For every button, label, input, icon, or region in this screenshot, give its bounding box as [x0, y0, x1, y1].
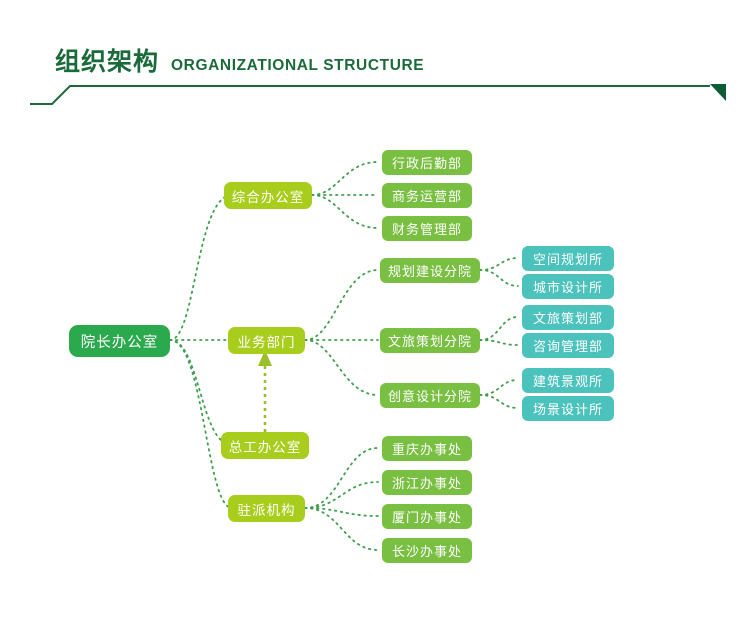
node-admin-logistics-dept[interactable]: 行政后勤部	[382, 150, 472, 175]
link-n2b-to-n2b2	[479, 339, 519, 346]
link-n2-to-n2c	[304, 339, 379, 396]
link-root-to-n4	[169, 339, 233, 509]
node-zhejiang-office[interactable]: 浙江办事处	[382, 470, 472, 495]
node-scene-design-institute[interactable]: 场景设计所	[522, 396, 614, 421]
link-n2a-to-n2a2	[479, 269, 519, 287]
link-n2c-to-n2c1	[479, 379, 519, 396]
link-n4-to-n4b	[304, 481, 379, 509]
node-business-operations-dept[interactable]: 商务运营部	[382, 183, 472, 208]
node-chief-engineer-office[interactable]: 总工办公室	[221, 432, 309, 459]
page-header: 组织架构 ORGANIZATIONAL STRUCTURE	[0, 0, 743, 110]
node-finance-management-dept[interactable]: 财务管理部	[382, 216, 472, 241]
page-title: 组织架构 ORGANIZATIONAL STRUCTURE	[55, 42, 424, 78]
link-n4-to-n4c	[304, 507, 379, 517]
node-culture-tourism-branch[interactable]: 文旅策划分院	[380, 328, 480, 353]
node-consulting-management-dept[interactable]: 咨询管理部	[522, 333, 614, 358]
node-planning-construction-branch[interactable]: 规划建设分院	[380, 258, 480, 283]
link-n2-to-n2a	[304, 269, 379, 341]
org-chart-canvas: 院长办公室 综合办公室 业务部门 总工办公室 驻派机构 行政后勤部 商务运营部 …	[0, 110, 743, 620]
connector-layer	[169, 161, 519, 551]
page-title-english: ORGANIZATIONAL STRUCTURE	[171, 57, 425, 74]
page-title-chinese: 组织架构	[55, 47, 160, 76]
link-n2c-to-n2c2	[479, 394, 519, 409]
node-culture-tourism-planning-dept[interactable]: 文旅策划部	[522, 305, 614, 330]
link-root-to-n3	[169, 339, 233, 446]
node-urban-design-institute[interactable]: 城市设计所	[522, 274, 614, 299]
node-spatial-planning-institute[interactable]: 空间规划所	[522, 246, 614, 271]
link-n4-to-n4a	[304, 447, 379, 509]
link-n1-to-n1a	[311, 161, 379, 196]
link-n4-to-n4d	[304, 507, 379, 551]
node-resident-agencies[interactable]: 驻派机构	[228, 495, 305, 522]
header-divider-rule	[30, 84, 726, 105]
link-root-to-n1	[169, 194, 233, 341]
link-n1-to-n1c	[311, 194, 379, 229]
node-business-department[interactable]: 业务部门	[228, 327, 305, 354]
node-general-office[interactable]: 综合办公室	[224, 182, 312, 209]
link-n2b-to-n2b1	[479, 316, 519, 341]
node-chongqing-office[interactable]: 重庆办事处	[382, 436, 472, 461]
node-architecture-landscape-institute[interactable]: 建筑景观所	[522, 368, 614, 393]
node-root-president-office[interactable]: 院长办公室	[69, 325, 170, 357]
link-n3-to-n2-support	[258, 350, 272, 432]
link-n2a-to-n2a1	[479, 257, 519, 271]
node-changsha-office[interactable]: 长沙办事处	[382, 538, 472, 563]
node-creative-design-branch[interactable]: 创意设计分院	[380, 383, 480, 408]
node-xiamen-office[interactable]: 厦门办事处	[382, 504, 472, 529]
